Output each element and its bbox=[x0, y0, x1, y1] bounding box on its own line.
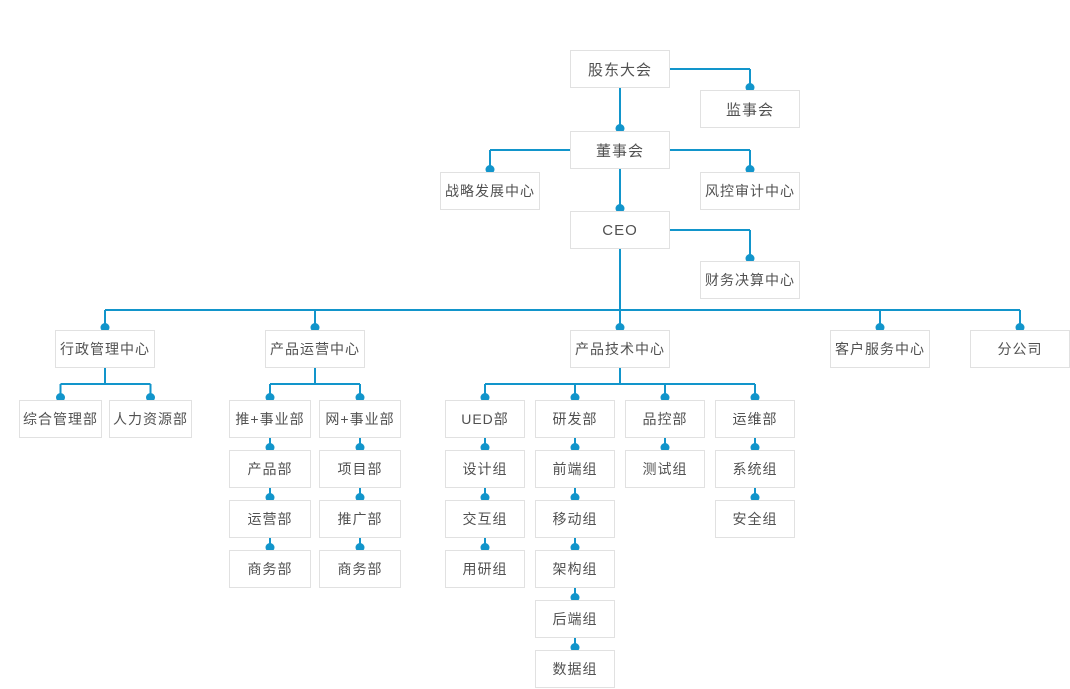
node-backend-group: 后端组 bbox=[535, 600, 615, 638]
node-mobile-group: 移动组 bbox=[535, 500, 615, 538]
node-rd-dept: 研发部 bbox=[535, 400, 615, 438]
node-admin-mgmt-center: 行政管理中心 bbox=[55, 330, 155, 368]
node-shareholders-meeting: 股东大会 bbox=[570, 50, 670, 88]
node-ceo: CEO bbox=[570, 211, 670, 249]
node-branch-company: 分公司 bbox=[970, 330, 1070, 368]
node-system-group: 系统组 bbox=[715, 450, 795, 488]
node-hr-dept: 人力资源部 bbox=[109, 400, 192, 438]
node-interaction-group: 交互组 bbox=[445, 500, 525, 538]
node-testing-group: 测试组 bbox=[625, 450, 705, 488]
node-strategy-dev-center: 战略发展中心 bbox=[440, 172, 540, 210]
node-board-of-directors: 董事会 bbox=[570, 131, 670, 169]
node-risk-audit-center: 风控审计中心 bbox=[700, 172, 800, 210]
node-ops-maintenance-dept: 运维部 bbox=[715, 400, 795, 438]
node-wang-business-dept: 网+事业部 bbox=[319, 400, 401, 438]
node-tui-business-dept: 推+事业部 bbox=[229, 400, 311, 438]
node-operations-dept: 运营部 bbox=[229, 500, 311, 538]
node-architecture-group: 架构组 bbox=[535, 550, 615, 588]
node-finance-settlement-center: 财务决算中心 bbox=[700, 261, 800, 299]
node-product-dept: 产品部 bbox=[229, 450, 311, 488]
node-security-group: 安全组 bbox=[715, 500, 795, 538]
node-project-dept: 项目部 bbox=[319, 450, 401, 488]
node-business-dept-2: 商务部 bbox=[319, 550, 401, 588]
node-data-group: 数据组 bbox=[535, 650, 615, 688]
node-business-dept-1: 商务部 bbox=[229, 550, 311, 588]
node-product-tech-center: 产品技术中心 bbox=[570, 330, 670, 368]
node-customer-service-center: 客户服务中心 bbox=[830, 330, 930, 368]
node-design-group: 设计组 bbox=[445, 450, 525, 488]
node-ued-dept: UED部 bbox=[445, 400, 525, 438]
node-product-ops-center: 产品运营中心 bbox=[265, 330, 365, 368]
node-promotion-dept: 推广部 bbox=[319, 500, 401, 538]
node-general-admin-dept: 综合管理部 bbox=[19, 400, 102, 438]
node-qc-dept: 品控部 bbox=[625, 400, 705, 438]
node-supervisory-board: 监事会 bbox=[700, 90, 800, 128]
node-frontend-group: 前端组 bbox=[535, 450, 615, 488]
node-user-research-group: 用研组 bbox=[445, 550, 525, 588]
